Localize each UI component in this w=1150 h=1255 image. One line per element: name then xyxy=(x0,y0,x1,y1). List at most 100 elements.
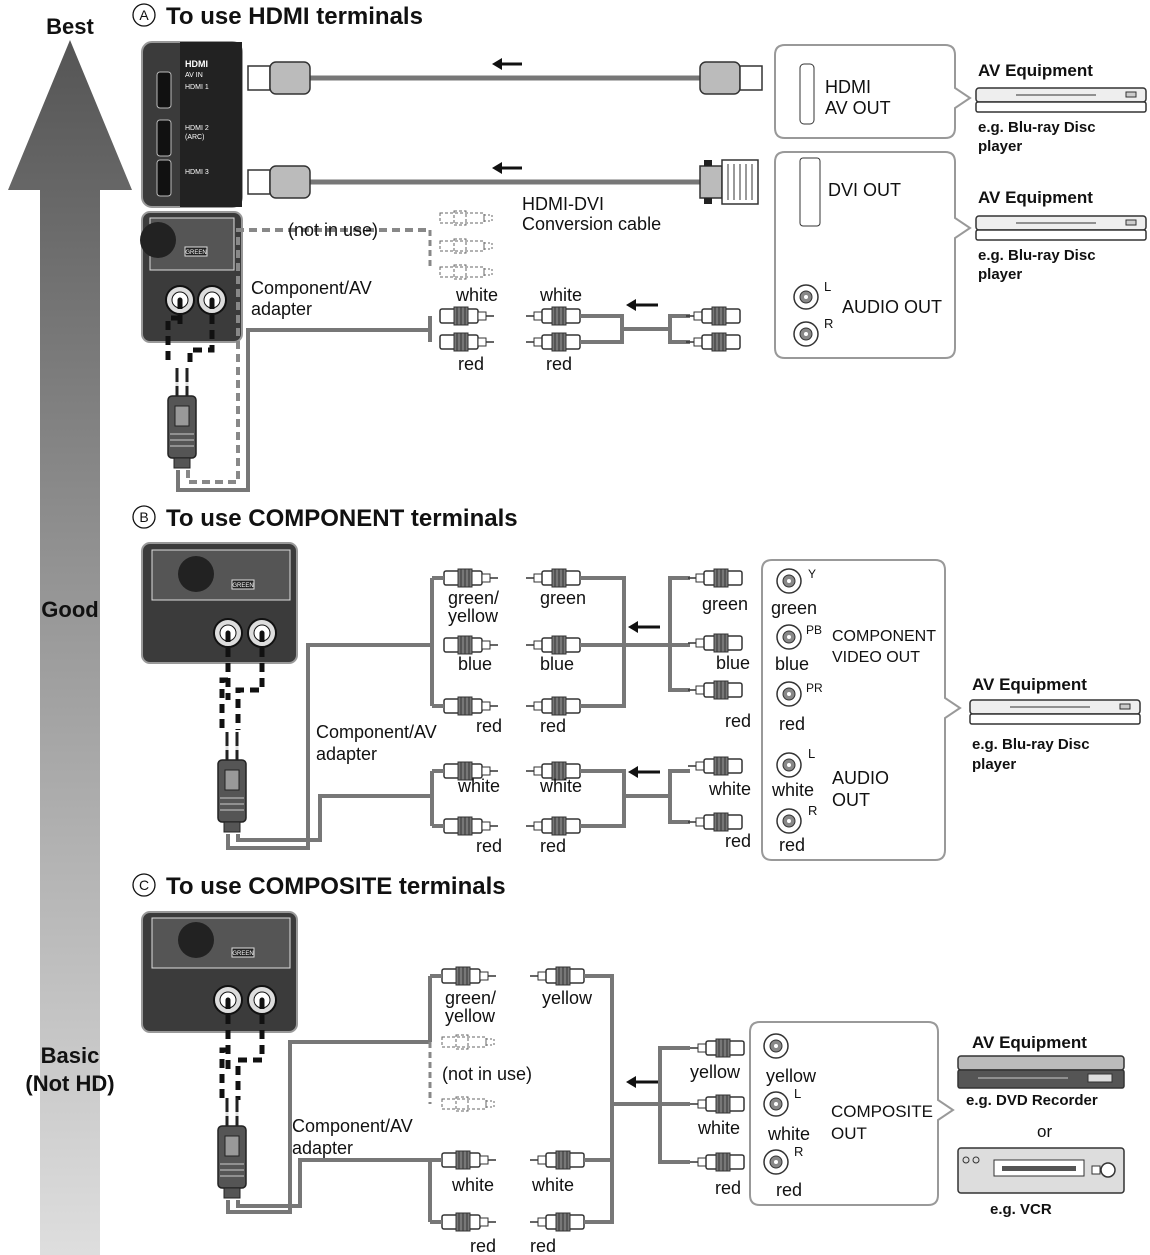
best-label: Best xyxy=(46,14,94,39)
c-jack-label-white: white xyxy=(767,1124,810,1144)
not-in-use-label-a: (not in use) xyxy=(288,220,378,240)
equipment-b-example-1: e.g. Blu-ray Disc xyxy=(972,736,1090,753)
composite-out-2: OUT xyxy=(831,1124,867,1143)
device-composite-box xyxy=(749,1021,955,1206)
conversion-cable-label-2: Conversion cable xyxy=(522,214,661,234)
jack-sub-y: Y xyxy=(808,567,816,581)
section-c-heading: C To use COMPOSITE terminals xyxy=(132,873,506,900)
audio-l-label: L xyxy=(824,279,831,294)
adapter-label-a-1: Component/AV xyxy=(251,278,372,298)
hdmi-dvi-cable xyxy=(247,159,759,205)
b-right-label-red: red xyxy=(725,711,751,731)
b-left-label-red: red xyxy=(476,716,502,736)
hdmi2-label: HDMI 2 xyxy=(185,125,209,132)
adapter-label-b-1: Component/AV xyxy=(316,722,437,742)
section-c-marker: C xyxy=(139,877,149,893)
b-left-label-green: green/ xyxy=(448,588,499,608)
arc-label: (ARC) xyxy=(185,134,204,141)
device-b-box: DVI OUT L R AUDIO OUT xyxy=(774,151,972,359)
c-left-label-green: green/ xyxy=(445,988,496,1008)
c-mid-label-white: white xyxy=(531,1175,574,1195)
b-right-label-white: white xyxy=(708,779,751,799)
jack-label-b-white: white xyxy=(771,780,814,800)
not-hd-label: (Not HD) xyxy=(25,1071,114,1096)
jack-sub-l-b: L xyxy=(808,746,815,761)
c-mid-label-red: red xyxy=(530,1236,556,1255)
equipment-a2-example-1: e.g. Blu-ray Disc xyxy=(978,247,1096,264)
audio-out-b-1: AUDIO xyxy=(832,768,889,788)
equipment-a1-example-2: player xyxy=(978,138,1022,155)
tv-av-panel-c: GREEN xyxy=(141,911,298,1033)
b-mid-label-red: red xyxy=(540,716,566,736)
example-dvd-label: e.g. DVD Recorder xyxy=(966,1092,1098,1109)
device-a-box: HDMI AV OUT xyxy=(774,44,972,139)
basic-label: Basic xyxy=(41,1043,100,1068)
b-mid-label-green: green xyxy=(540,588,586,608)
c-jack-label-red: red xyxy=(776,1180,802,1200)
tv-av-panel-a: GREEN xyxy=(140,211,243,343)
b-right-label-green: green xyxy=(702,594,748,614)
component-video-out-2: VIDEO OUT xyxy=(832,649,920,666)
adapter-label-a-2: adapter xyxy=(251,299,312,319)
jack-sub-pb: PB xyxy=(806,623,822,637)
composite-out-1: COMPOSITE xyxy=(831,1102,933,1121)
section-c-title: To use COMPOSITE terminals xyxy=(166,873,506,900)
c-left-label-yellow: yellow xyxy=(445,1006,496,1026)
tv-hdmi-panel: HDMI AV IN HDMI 1 HDMI 2 (ARC) HDMI 3 xyxy=(141,41,243,208)
c-left-label-red: red xyxy=(470,1236,496,1255)
hdmi3-label: HDMI 3 xyxy=(185,169,209,176)
equipment-b-title: AV Equipment xyxy=(972,675,1087,694)
equipment-c-title: AV Equipment xyxy=(972,1033,1087,1052)
plug-label-a-red-1: red xyxy=(458,354,484,374)
section-a-heading: A To use HDMI terminals xyxy=(132,3,423,30)
or-label: or xyxy=(1037,1122,1052,1141)
equipment-b: AV Equipment e.g. Blu-ray Disc player xyxy=(969,675,1141,773)
section-b-marker: B xyxy=(139,509,148,525)
b-left-label-white: white xyxy=(457,776,500,796)
c-right-label-red: red xyxy=(715,1178,741,1198)
c-jack-label-yellow: yellow xyxy=(766,1066,817,1086)
hdmi1-label: HDMI 1 xyxy=(185,84,209,91)
plug-label-a-red-2: red xyxy=(546,354,572,374)
b-right-label-blue: blue xyxy=(716,653,750,673)
jack-label-b-green: green xyxy=(771,598,817,618)
hdmi-av-out-label-2: AV OUT xyxy=(825,98,891,118)
section-b-heading: B To use COMPONENT terminals xyxy=(132,505,518,532)
b-mid-label-blue: blue xyxy=(540,654,574,674)
jack-label-b-blue: blue xyxy=(775,654,809,674)
equipment-a2-title: AV Equipment xyxy=(978,188,1093,207)
not-in-use-label-c: (not in use) xyxy=(442,1064,532,1084)
adapter-label-c-2: adapter xyxy=(292,1138,353,1158)
jack-label-b-red-2: red xyxy=(779,835,805,855)
b-left-label-yellow: yellow xyxy=(448,606,499,626)
av-in-label: AV IN xyxy=(185,72,203,79)
b-mid-label-white: white xyxy=(539,776,582,796)
audio-out-b-2: OUT xyxy=(832,790,870,810)
c-right-label-white: white xyxy=(697,1118,740,1138)
plug-label-a-white-1: white xyxy=(455,285,498,305)
example-vcr-label: e.g. VCR xyxy=(990,1201,1052,1218)
component-video-out-1: COMPONENT xyxy=(832,628,936,645)
section-b-title: To use COMPONENT terminals xyxy=(166,505,518,532)
b-right-label-red-2: red xyxy=(725,831,751,851)
section-a-title: To use HDMI terminals xyxy=(166,3,423,30)
equipment-a1-example-1: e.g. Blu-ray Disc xyxy=(978,119,1096,136)
green-tag-b: GREEN xyxy=(232,583,253,589)
good-label: Good xyxy=(41,597,98,622)
c-right-label-yellow: yellow xyxy=(690,1062,741,1082)
section-c-cables xyxy=(216,966,745,1232)
section-a-marker: A xyxy=(139,7,149,23)
equipment-a2-example-2: player xyxy=(978,266,1022,283)
dvi-out-label: DVI OUT xyxy=(828,180,901,200)
conversion-cable-label-1: HDMI-DVI xyxy=(522,194,604,214)
dvd-recorder-icon xyxy=(957,1055,1125,1089)
equipment-a1-title: AV Equipment xyxy=(978,61,1093,80)
b-left-label-blue: blue xyxy=(458,654,492,674)
equipment-a2: AV Equipment e.g. Blu-ray Disc player xyxy=(975,188,1147,283)
green-tag-c: GREEN xyxy=(232,951,253,957)
b-mid-label-red-2: red xyxy=(540,836,566,856)
quality-arrow xyxy=(8,40,132,1255)
green-tag-a: GREEN xyxy=(185,250,206,256)
adapter-label-c-1: Component/AV xyxy=(292,1116,413,1136)
